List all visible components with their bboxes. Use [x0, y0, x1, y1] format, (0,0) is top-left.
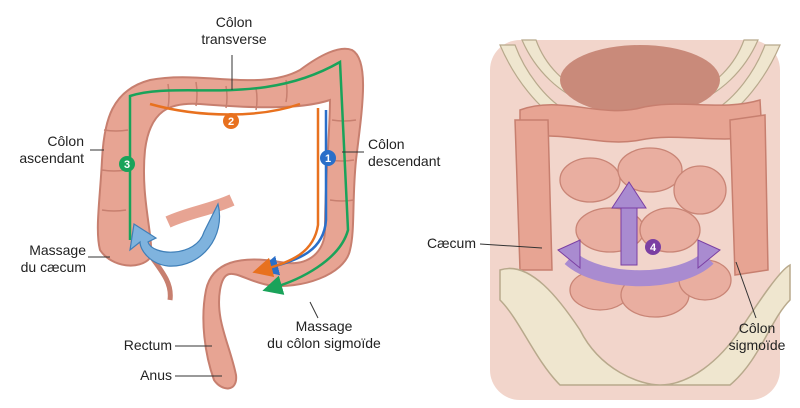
step-badge-3: 3 [119, 156, 135, 172]
label-massage-caecum: Massage du cæcum [20, 242, 86, 275]
abdominal-massage-arrows [557, 181, 721, 287]
left-leader-lines [88, 55, 364, 377]
label-anus: Anus [140, 367, 172, 383]
label-caecum: Cæcum [426, 235, 476, 251]
svg-text:2: 2 [228, 116, 234, 128]
caecum-massage-arrow [129, 202, 221, 267]
label-colon-sigmoide: Côlon sigmoïde [728, 320, 786, 353]
label-colon-transverse: Côlon transverse [201, 14, 267, 47]
descending-colon-right [729, 114, 769, 276]
label-colon-descendant: Côlon descendant [368, 136, 441, 169]
step-badge-2: 2 [223, 113, 239, 129]
step2-path [149, 102, 320, 270]
label-rectum: Rectum [123, 337, 172, 353]
ileum [165, 194, 235, 228]
left-colon-diagram: 1 2 3 [88, 47, 364, 390]
ascending-colon-right [514, 119, 553, 271]
label-massage-sigmoide: Massage du côlon sigmoïde [267, 318, 381, 351]
label-colon-ascendant: Côlon ascendant [19, 133, 84, 166]
step-badge-4: 4 [645, 239, 661, 255]
step-badge-1: 1 [320, 150, 336, 166]
svg-text:4: 4 [650, 242, 657, 254]
pelvis [499, 263, 791, 386]
upper-organs [560, 45, 720, 115]
right-abdomen-diagram: 4 [479, 39, 791, 400]
svg-text:3: 3 [124, 159, 130, 171]
right-leader-lines [479, 243, 757, 319]
svg-text:1: 1 [325, 153, 331, 165]
step3-path [128, 59, 350, 295]
